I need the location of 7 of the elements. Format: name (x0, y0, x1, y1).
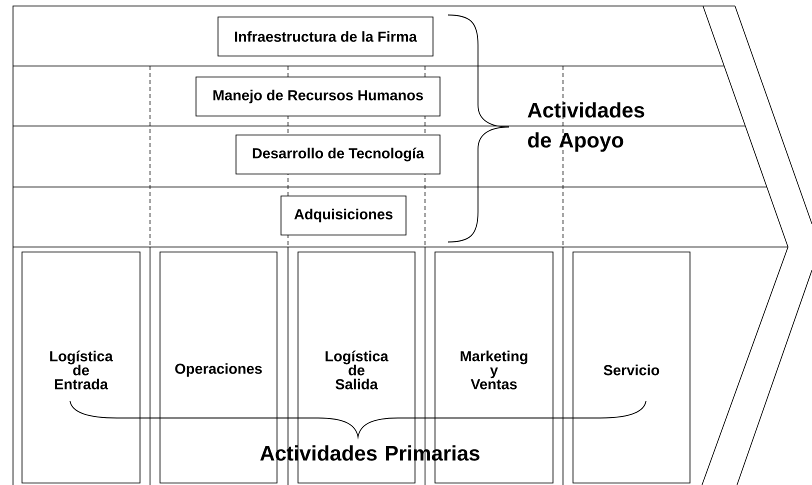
activity-box: Servicio (572, 252, 690, 484)
activity-box: Logística de Entrada (22, 252, 140, 484)
activity-box: Manejo de Recursos Humanos (196, 76, 440, 116)
activity-box: Adquisiciones (280, 196, 406, 236)
section-label: Actividades de Apoyo (528, 102, 644, 152)
activity-box: Infraestructura de la Firma (218, 16, 434, 56)
activity-box: Desarrollo de Tecnología (236, 134, 440, 174)
